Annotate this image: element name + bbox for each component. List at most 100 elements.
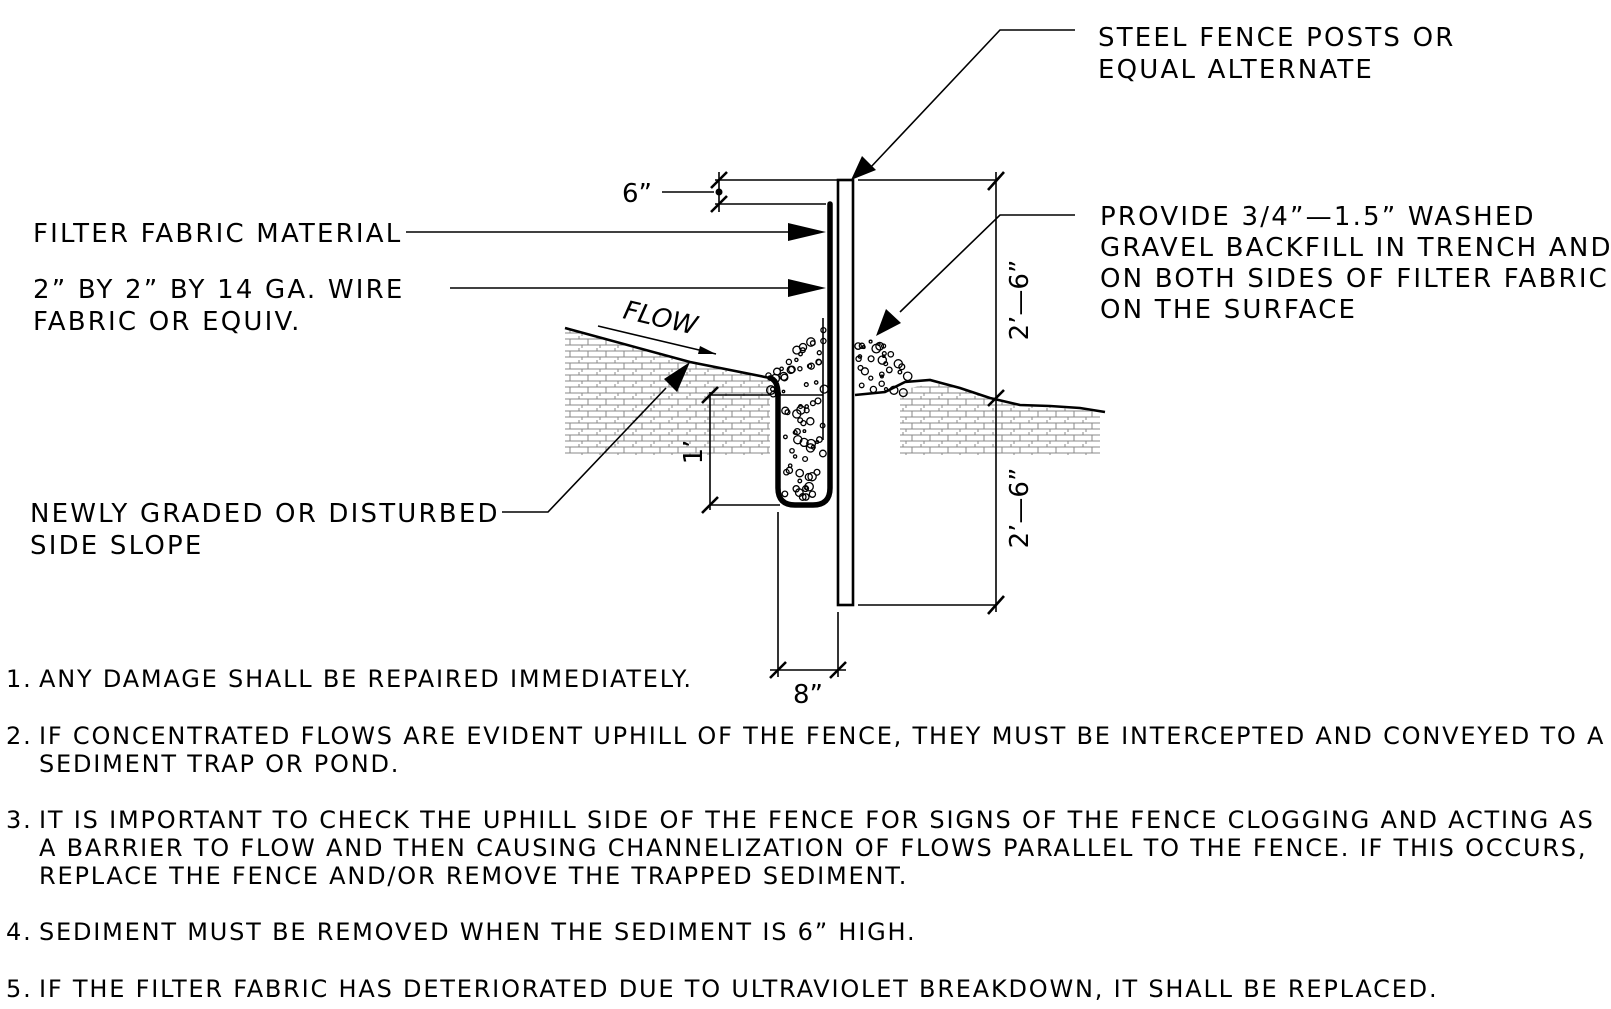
gravel-stone bbox=[881, 350, 887, 357]
gravel-stone bbox=[883, 386, 889, 392]
note-1-line-1: ANY DAMAGE SHALL BE REPAIRED IMMEDIATELY… bbox=[39, 665, 693, 693]
gravel-stone bbox=[878, 371, 885, 378]
gravel-stone bbox=[794, 357, 799, 363]
gravel-stone bbox=[897, 369, 903, 375]
gravel-stone bbox=[877, 342, 881, 347]
leader-side-slope bbox=[502, 362, 690, 513]
label-side-slope-1: NEWLY GRADED OR DISTURBED bbox=[30, 499, 500, 529]
gravel-stone bbox=[785, 358, 793, 366]
label-gravel-1: PROVIDE 3/4”—1.5” WASHED bbox=[1100, 202, 1536, 232]
gravel-stone bbox=[769, 386, 776, 392]
gravel-stone bbox=[867, 355, 875, 363]
dimension-trench-width-text: 8” bbox=[793, 680, 823, 710]
label-gravel-4: ON THE SURFACE bbox=[1100, 295, 1357, 325]
gravel-stone bbox=[814, 397, 822, 405]
gravel-stone bbox=[868, 339, 873, 344]
steel-fence-post[interactable] bbox=[836, 178, 855, 607]
gravel-stone bbox=[781, 389, 786, 394]
gravel-stone bbox=[795, 468, 805, 478]
gravel-stone bbox=[786, 365, 796, 375]
leader-steel-posts bbox=[851, 29, 1075, 180]
gravel-stone bbox=[804, 481, 814, 492]
gravel-stone bbox=[802, 455, 809, 463]
label-wire-fabric-2: FABRIC OR EQUIV. bbox=[33, 307, 302, 337]
note-2-line-1: IF CONCENTRATED FLOWS ARE EVIDENT UPHILL… bbox=[39, 722, 1605, 750]
gravel-stone bbox=[792, 345, 802, 355]
gravel-stone bbox=[803, 382, 809, 388]
gravel-stone bbox=[861, 345, 866, 350]
filter-fabric[interactable] bbox=[767, 201, 833, 508]
gravel-stone bbox=[789, 447, 795, 454]
dimension-top-gap bbox=[662, 171, 838, 213]
note-4-number: 4. bbox=[6, 918, 33, 946]
gravel-stone bbox=[816, 350, 822, 356]
dimension-below-ground-text: 2’—6” bbox=[1005, 468, 1035, 549]
gravel-stone bbox=[781, 490, 789, 498]
gravel-stone bbox=[772, 367, 782, 376]
gravel-stone bbox=[877, 355, 888, 365]
gravel-stone bbox=[819, 384, 829, 394]
dimension-post-heights bbox=[858, 171, 1005, 615]
gravel-stone bbox=[784, 409, 791, 416]
dimension-trench-width bbox=[769, 512, 847, 679]
gravel-stone bbox=[801, 493, 810, 501]
dimension-above-ground-text: 2’—6” bbox=[1005, 260, 1035, 341]
label-gravel-3: ON BOTH SIDES OF FILTER FABRIC bbox=[1100, 264, 1609, 294]
note-4-line-1: SEDIMENT MUST BE REMOVED WHEN THE SEDIME… bbox=[39, 918, 916, 946]
dimension-top-gap-text: 6” bbox=[622, 179, 652, 209]
leader-gravel bbox=[876, 214, 1075, 336]
gravel-stone bbox=[803, 407, 810, 414]
gravel-stone bbox=[785, 466, 794, 475]
gravel-stone bbox=[810, 444, 816, 450]
gravel-stone bbox=[855, 355, 862, 363]
note-3-line-2: A BARRIER TO FLOW AND THEN CAUSING CHANN… bbox=[39, 834, 1587, 862]
note-2-number: 2. bbox=[6, 722, 33, 750]
gravel-stone bbox=[797, 478, 803, 484]
gravel-stone bbox=[804, 472, 813, 482]
gravel-stone bbox=[779, 371, 789, 381]
gravel-stone bbox=[898, 388, 908, 398]
note-5-number: 5. bbox=[6, 975, 33, 1003]
gravel-stone bbox=[806, 417, 815, 426]
gravel-stone bbox=[818, 449, 827, 458]
gravel-stone bbox=[793, 427, 801, 436]
gravel-stone bbox=[813, 380, 819, 385]
gravel-stone bbox=[797, 417, 804, 424]
gravel-stone bbox=[869, 385, 878, 394]
gravel-stone bbox=[860, 367, 870, 376]
gravel-stone bbox=[858, 382, 865, 389]
gravel-stone bbox=[799, 347, 806, 354]
gravel-stone bbox=[793, 434, 803, 445]
label-side-slope-2: SIDE SLOPE bbox=[30, 531, 204, 561]
note-5-line-1: IF THE FILTER FABRIC HAS DETERIORATED DU… bbox=[39, 975, 1438, 1003]
gravel-stone bbox=[808, 490, 817, 498]
note-3-line-1: IT IS IMPORTANT TO CHECK THE UPHILL SIDE… bbox=[39, 806, 1595, 834]
gravel-stone bbox=[807, 362, 815, 370]
gravel-stone bbox=[806, 363, 813, 369]
leader-filter-fabric bbox=[406, 223, 826, 241]
dimension-trench-depth bbox=[701, 386, 780, 514]
gravel-stone bbox=[813, 468, 821, 476]
gravel-stone bbox=[782, 434, 788, 440]
gravel-stone bbox=[807, 471, 817, 482]
gravel-stone bbox=[868, 375, 874, 381]
leader-wire-fabric bbox=[450, 279, 826, 297]
gravel-stone bbox=[854, 342, 862, 350]
flow-arrow bbox=[597, 325, 717, 355]
gravel-stone bbox=[902, 371, 913, 382]
gravel-stone bbox=[815, 439, 820, 445]
gravel-stone bbox=[802, 429, 807, 434]
note-2-line-2: SEDIMENT TRAP OR POND. bbox=[39, 750, 400, 778]
gravel-stone bbox=[815, 358, 822, 366]
gravel-stone bbox=[893, 359, 904, 369]
label-filter-fabric: FILTER FABRIC MATERIAL bbox=[33, 219, 402, 249]
gravel-stone bbox=[792, 454, 798, 459]
dimension-trench-depth-text: 1’ bbox=[679, 440, 709, 465]
label-gravel-2: GRAVEL BACKFILL IN TRENCH AND bbox=[1100, 233, 1611, 263]
gravel-stone bbox=[806, 337, 816, 347]
gravel-stone bbox=[875, 341, 885, 351]
gravel-stone bbox=[794, 488, 804, 498]
label-steel-posts-1: STEEL FENCE POSTS OR bbox=[1098, 23, 1456, 53]
gravel-stone bbox=[889, 385, 899, 395]
